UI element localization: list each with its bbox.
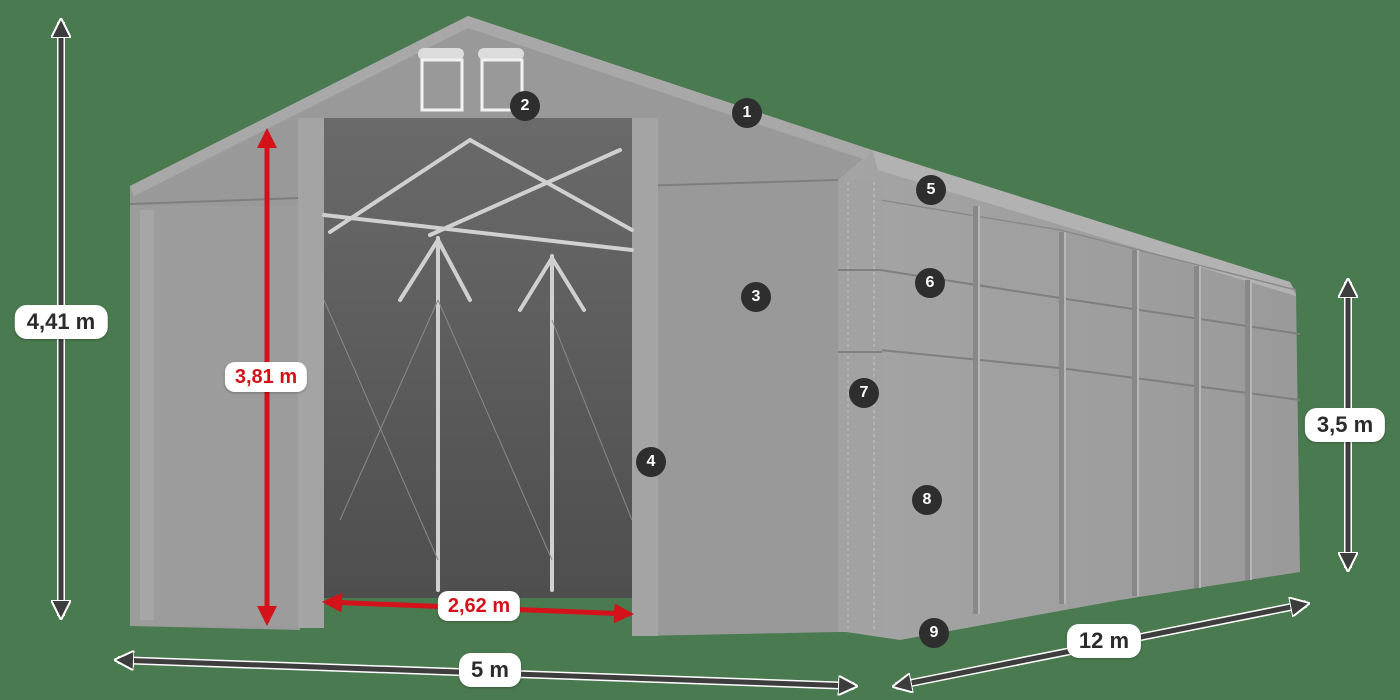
marker-9-ground-skirt: 9 <box>919 618 949 648</box>
door-height-label: 3,81 m <box>224 362 308 392</box>
tent-side-wall <box>838 150 1301 640</box>
tent-interior <box>322 118 634 598</box>
marker-4-door-fastener: 4 <box>636 447 666 477</box>
length-label: 12 m <box>1066 624 1142 658</box>
marker-8-side-wall-panel: 8 <box>912 485 942 515</box>
gable-vent-windows <box>418 48 524 112</box>
marker-2-gable-vent-windows: 2 <box>510 91 540 121</box>
side-height-label: 3,5 m <box>1304 408 1386 442</box>
total-height-label: 4,41 m <box>14 305 108 339</box>
marker-1-roof: 1 <box>732 98 762 128</box>
width-label: 5 m <box>459 653 521 687</box>
door-width-label: 2,62 m <box>437 591 521 621</box>
marker-3-front-gable-wall: 3 <box>741 282 771 312</box>
marker-7-corner-post-sleeve: 7 <box>849 378 879 408</box>
marker-6-side-strap-band: 6 <box>915 268 945 298</box>
marker-5-upper-side-eave: 5 <box>916 175 946 205</box>
